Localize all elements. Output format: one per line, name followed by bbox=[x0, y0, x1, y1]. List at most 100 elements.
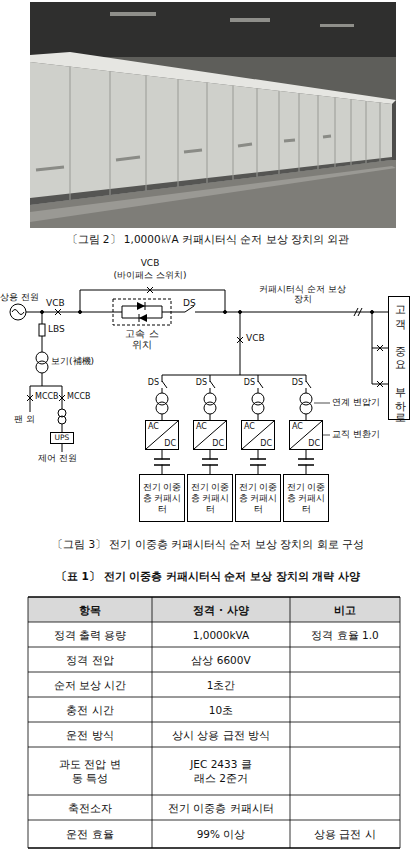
converter-box: AC DC bbox=[193, 420, 227, 450]
cabinet-base bbox=[30, 157, 392, 205]
table-rules bbox=[28, 597, 400, 848]
diagonal-line bbox=[146, 421, 178, 449]
ceiling-light bbox=[320, 24, 354, 27]
node-text: 고속 스위치 bbox=[122, 328, 162, 350]
source-symbol bbox=[10, 304, 26, 320]
node-text: AC bbox=[244, 422, 255, 431]
dashed-box bbox=[113, 299, 171, 325]
capacitor-box: 전기 이중층 커패시터 bbox=[187, 474, 233, 522]
diagonal-line bbox=[242, 421, 274, 449]
diagonal-line bbox=[194, 421, 226, 449]
table-header: 항목 bbox=[28, 597, 152, 622]
table-cell: 1,0000kVA bbox=[152, 622, 290, 647]
node-text: AC bbox=[148, 422, 159, 431]
disconnector-label: DS bbox=[183, 298, 203, 308]
figure-caption: 〔그림 2〕 1,0000㎸A 커패시터식 순저 보상 장치의 외관 bbox=[0, 233, 416, 245]
converter-box: AC DC bbox=[241, 420, 275, 450]
ceiling-light bbox=[110, 12, 156, 16]
breaker-symbol bbox=[237, 337, 243, 343]
thyristor-symbol bbox=[139, 314, 147, 322]
table-cell: 과도 전압 변동 특성 bbox=[28, 747, 152, 795]
breaker-symbol bbox=[147, 287, 153, 293]
table-cell: 순저 보상 시간 bbox=[28, 672, 152, 697]
disconnector-label: DS bbox=[287, 378, 303, 387]
cabinet-vents bbox=[36, 136, 331, 170]
high-speed-switch: 고속 스위치 bbox=[112, 298, 172, 356]
transformer-symbol bbox=[58, 416, 66, 424]
bypass-wire bbox=[80, 290, 225, 312]
capacitor-gap bbox=[250, 460, 266, 465]
breaker-label: VCB bbox=[46, 298, 76, 308]
table-cell: 1초간 bbox=[152, 672, 290, 697]
transformer-symbol bbox=[36, 361, 48, 373]
junction-dot bbox=[371, 311, 374, 314]
main-wire bbox=[26, 312, 112, 313]
part-note: (바이패스 스위치) bbox=[95, 270, 205, 280]
ceiling-light bbox=[230, 18, 270, 22]
transformer-label: 연계 변압기 bbox=[332, 397, 402, 407]
switch-outline bbox=[112, 298, 172, 326]
source-wave bbox=[12, 310, 24, 315]
node-text: 전기 이중층 커패시터 bbox=[189, 475, 231, 521]
table-title: 〔표 1〕 전기 이중층 커패시터식 순저 보상 장치의 개략 사양 bbox=[0, 570, 416, 582]
capacitor-gap bbox=[298, 460, 314, 465]
capacitor-gap bbox=[202, 460, 218, 465]
source-label: 상용 전원 bbox=[0, 292, 50, 302]
table-cell: 10초 bbox=[152, 697, 290, 722]
node-text: DC bbox=[260, 439, 272, 448]
junction-dot bbox=[224, 311, 227, 314]
fuse-symbol bbox=[39, 324, 45, 336]
breaker-label: VCB bbox=[130, 258, 170, 268]
node-text: AC bbox=[196, 422, 207, 431]
converter-box: AC DC bbox=[145, 420, 179, 450]
bus-wire bbox=[162, 375, 306, 376]
table-header: 정격 · 사양 bbox=[152, 597, 290, 622]
table-header-fill bbox=[28, 597, 400, 622]
photo-background bbox=[30, 2, 396, 228]
switch-label: LBS bbox=[48, 324, 78, 334]
figure-caption: 〔그림 3〕 전기 이중층 커패시터식 순저 보상 장치의 회로 구성 bbox=[0, 538, 416, 550]
table-cell: 상용 급전 시 bbox=[290, 820, 400, 848]
capacitor-symbol bbox=[154, 459, 314, 465]
break-mark bbox=[354, 308, 362, 316]
node-text: DC bbox=[308, 439, 320, 448]
equipment-photo bbox=[30, 2, 396, 228]
converter-label: 교직 변환기 bbox=[332, 429, 402, 439]
circuit-wiring bbox=[10, 287, 388, 465]
spec-table-grid bbox=[28, 597, 400, 848]
device-label: 커패시터식 순저 보상 장치 bbox=[255, 284, 350, 305]
load-box: 고객 중요 부하로 bbox=[388, 296, 410, 420]
node-text: DC bbox=[212, 439, 224, 448]
table-border bbox=[28, 597, 400, 848]
cabinet-top bbox=[30, 52, 396, 104]
thyristor-symbol bbox=[137, 302, 145, 310]
table-header: 비고 bbox=[290, 597, 400, 622]
table-cell: JEC 2433 클래스 2준거 bbox=[152, 747, 290, 795]
table-cell: 축전소자 bbox=[28, 795, 152, 820]
branch-wire bbox=[240, 312, 241, 375]
thyristor-wiring bbox=[112, 302, 172, 322]
branch-wire bbox=[162, 375, 306, 393]
diagonal-line bbox=[290, 421, 322, 449]
disconnector-label: DS bbox=[239, 378, 255, 387]
breaker-label: VCB bbox=[246, 333, 276, 343]
junction-dot bbox=[79, 311, 82, 314]
table-cell: 운전 방식 bbox=[28, 722, 152, 747]
table-cell: 충전 시간 bbox=[28, 697, 152, 722]
cabinet-front bbox=[30, 62, 392, 205]
load-label: 팬 외 bbox=[14, 414, 54, 424]
node-text: AC bbox=[292, 422, 303, 431]
table-cell: 전기 이중층 커패시터 bbox=[152, 795, 290, 820]
node-text: 고객 중요 부하로 bbox=[389, 297, 409, 419]
transformer-symbol bbox=[204, 402, 216, 414]
table-cell: 정격 출력 용량 bbox=[28, 622, 152, 647]
disconnector-label: DS bbox=[191, 378, 207, 387]
load-label: 제어 전원 bbox=[38, 453, 98, 463]
table-cell: 정격 전압 bbox=[28, 647, 152, 672]
disconnector-label: DS bbox=[143, 378, 159, 387]
node-text: UPS bbox=[51, 433, 73, 443]
ups-box: UPS bbox=[50, 432, 74, 444]
node-text: DC bbox=[164, 439, 176, 448]
node-text: 전기 이중층 커패시터 bbox=[141, 475, 183, 521]
